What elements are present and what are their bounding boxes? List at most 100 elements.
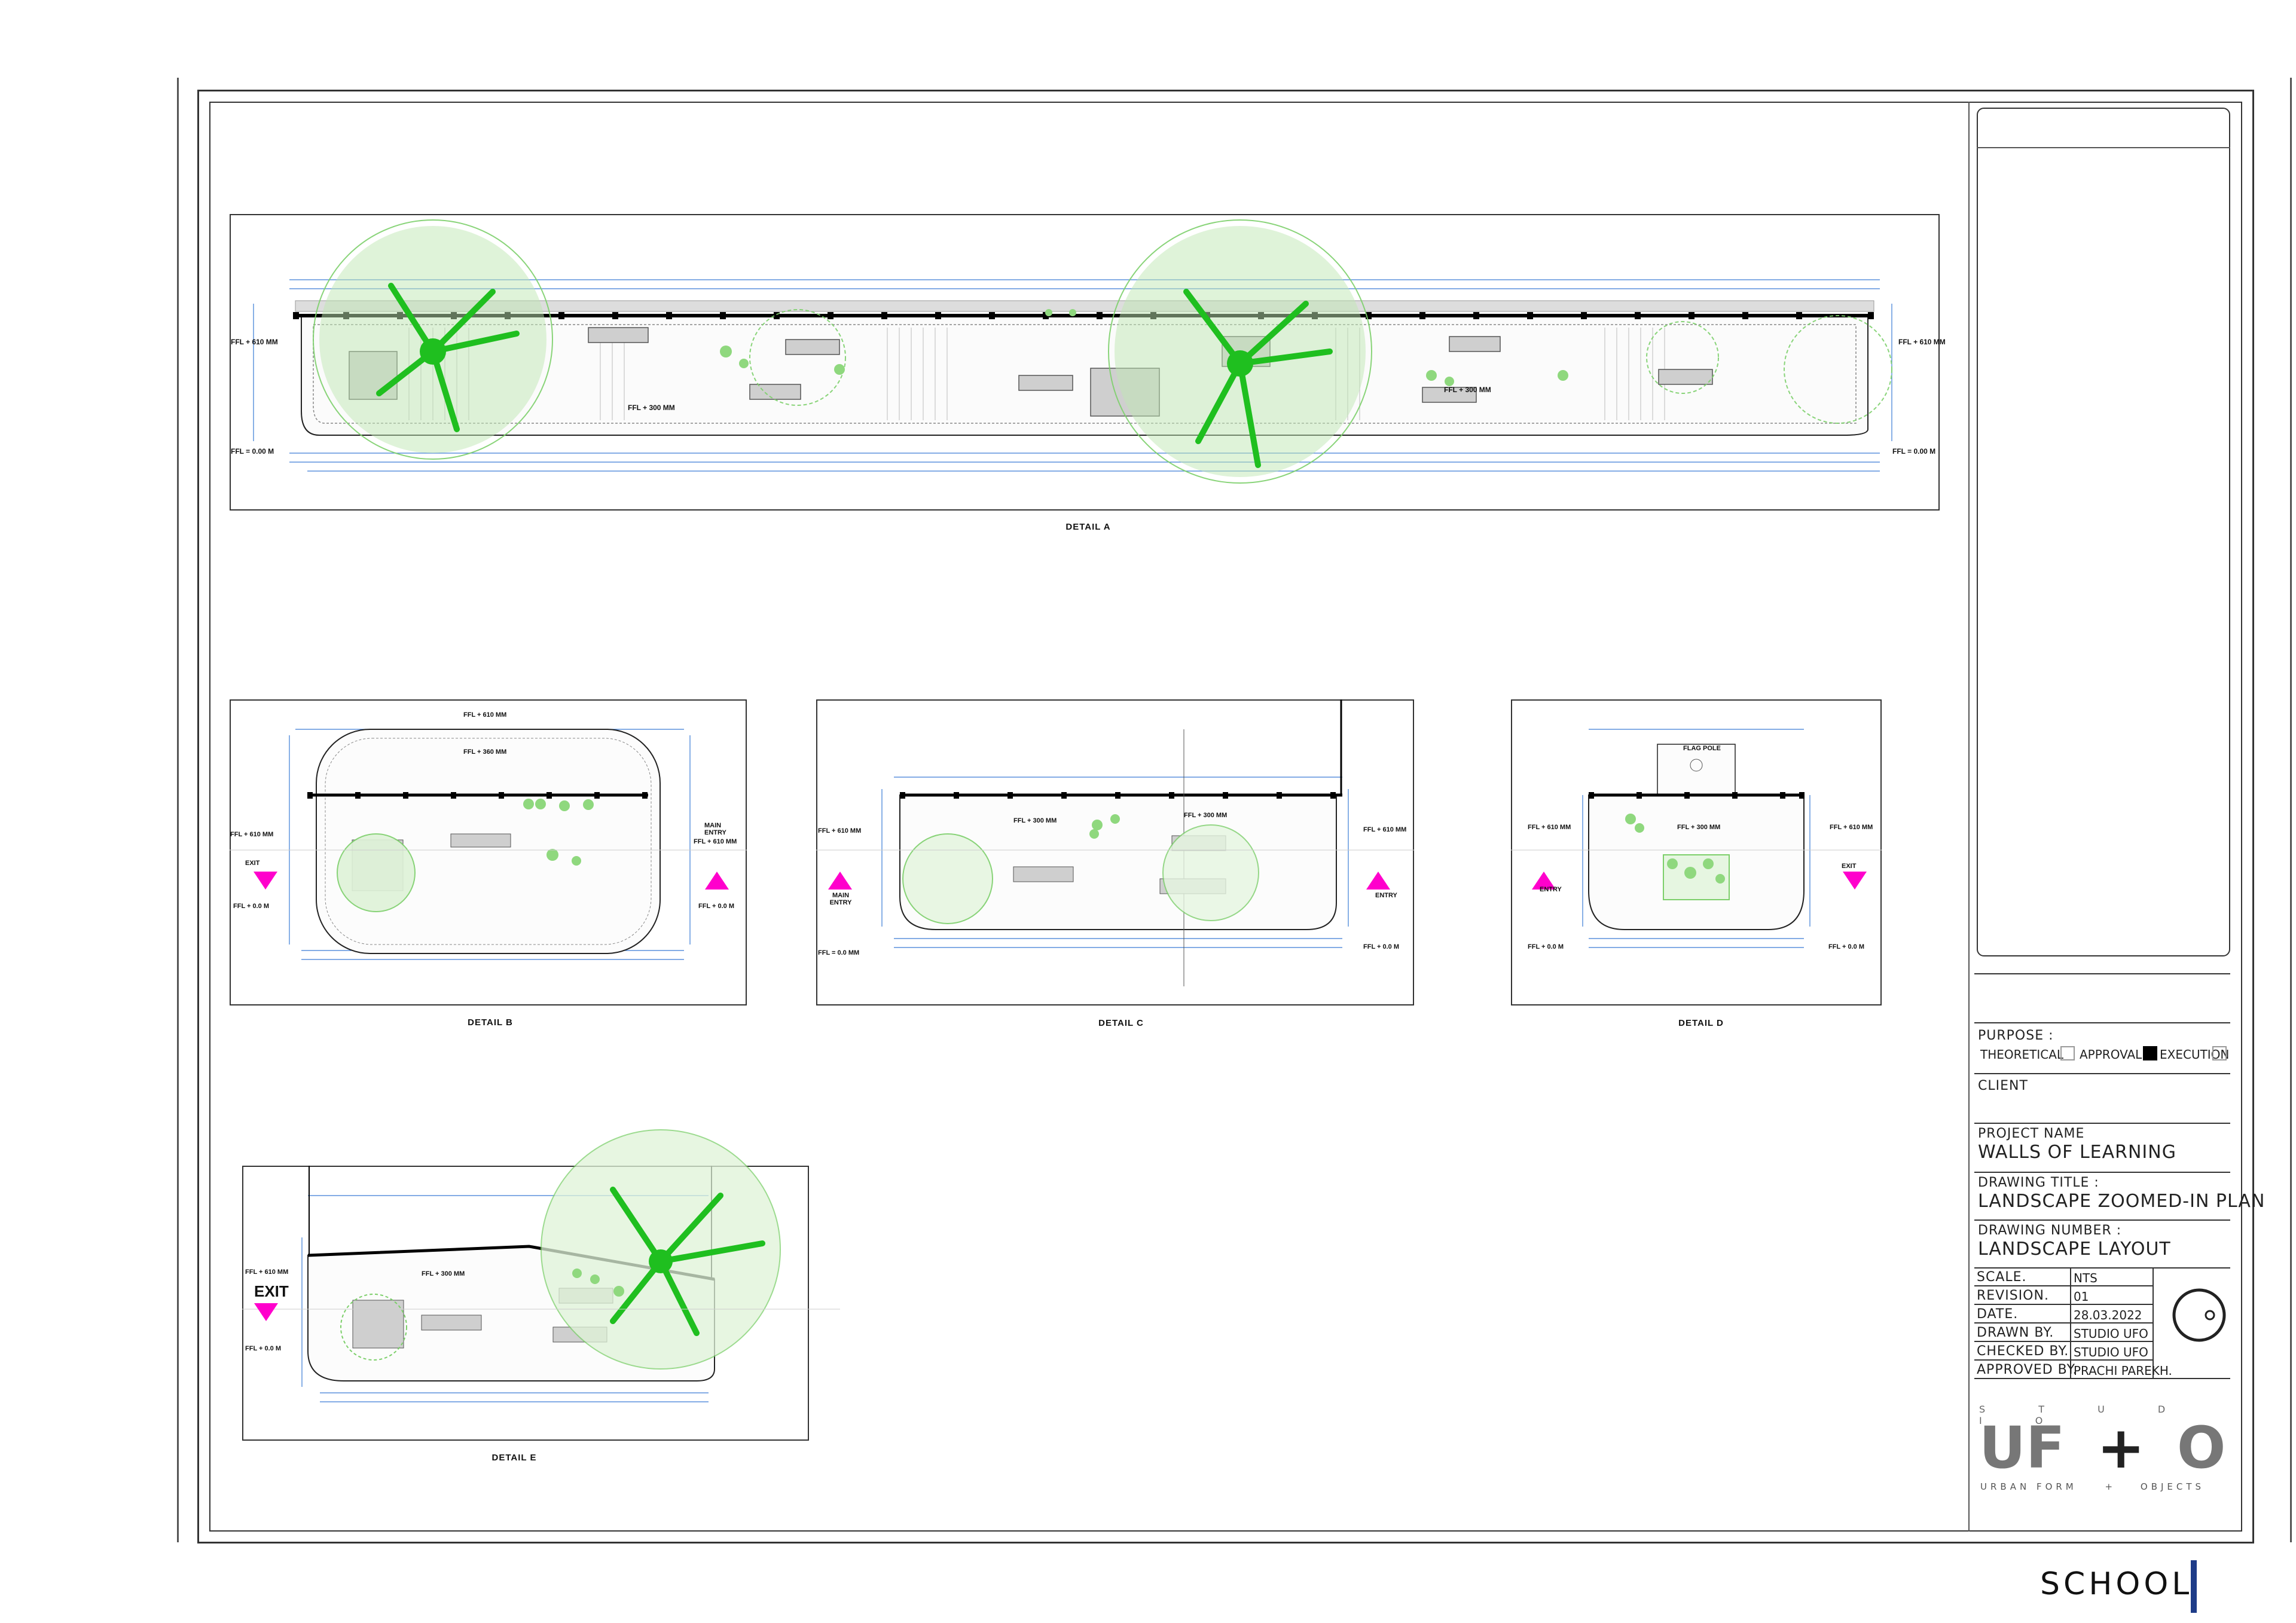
date-value: 28.03.2022 bbox=[2074, 1308, 2142, 1322]
detail-a-frame bbox=[230, 214, 1940, 511]
detail-c-ffl-left-bottom: FFL = 0.0 MM bbox=[818, 949, 860, 956]
logo-o: O bbox=[2176, 1414, 2226, 1481]
purpose-checkbox-execution[interactable] bbox=[2212, 1046, 2227, 1060]
footer-school-label: SCHOOL bbox=[2040, 1566, 2193, 1602]
approved-by-value: PRACHI PAREKH. bbox=[2074, 1364, 2172, 1378]
drawing-number-label: DRAWING NUMBER : bbox=[1978, 1223, 2122, 1238]
tb-rule-4 bbox=[1974, 1123, 2230, 1124]
purpose-option-approval: APPROVAL bbox=[2080, 1047, 2142, 1062]
detail-e-label: DETAIL E bbox=[491, 1453, 537, 1463]
detail-c-ffl-right-bottom: FFL + 0.0 M bbox=[1363, 943, 1400, 950]
detail-e-ffl-left-bottom: FFL + 0.0 M bbox=[245, 1345, 282, 1352]
detail-d-plan bbox=[1511, 729, 1882, 948]
detail-a-ffl-right-bottom: FFL = 0.00 M bbox=[1892, 447, 1936, 456]
drawing-title: LANDSCAPE ZOOMED-IN PLAN bbox=[1978, 1191, 2266, 1212]
detail-d-label: DETAIL D bbox=[1678, 1018, 1724, 1028]
date-label: DATE. bbox=[1977, 1307, 2019, 1322]
detail-b-ffl-top: FFL + 610 MM bbox=[463, 711, 507, 719]
scale-value: NTS bbox=[2074, 1271, 2097, 1285]
detail-e-exit: EXIT bbox=[254, 1282, 289, 1300]
footer-accent-bar bbox=[2191, 1560, 2197, 1613]
tb-rule-2 bbox=[1974, 1022, 2230, 1023]
detail-d-flag-pole: FLAG POLE bbox=[1683, 745, 1721, 752]
detail-c-plan bbox=[816, 699, 1414, 986]
checked-by-value: STUDIO UFO bbox=[2074, 1345, 2148, 1359]
detail-c-ffl-center2: FFL + 300 MM bbox=[1184, 812, 1228, 819]
detail-d-ffl-right-bottom: FFL + 0.0 M bbox=[1828, 943, 1865, 950]
detail-d-ffl-left-bottom: FFL + 0.0 M bbox=[1528, 943, 1564, 950]
detail-b-label: DETAIL B bbox=[468, 1017, 513, 1028]
revision-value: 01 bbox=[2074, 1289, 2089, 1304]
drawn-by-label: DRAWN BY. bbox=[1977, 1325, 2054, 1340]
detail-a-ffl-center: FFL + 300 MM bbox=[628, 404, 675, 412]
logo-tagline: URBAN FORM + OBJECTS bbox=[1980, 1481, 2230, 1492]
approved-by-label: APPROVED BY. bbox=[1977, 1362, 2078, 1377]
detail-d-ffl-right: FFL + 610 MM bbox=[1830, 824, 1873, 831]
detail-a-label: DETAIL A bbox=[1065, 522, 1111, 532]
detail-a-ffl-left-bottom: FFL = 0.00 M bbox=[231, 447, 274, 456]
detail-d-ffl-center: FFL + 300 MM bbox=[1677, 824, 1721, 831]
detail-b-frame bbox=[230, 699, 747, 1005]
detail-c-ffl-left: FFL + 610 MM bbox=[818, 827, 862, 835]
detail-b-main-entry: MAIN ENTRY bbox=[704, 822, 726, 836]
inner-border bbox=[209, 102, 2242, 1532]
logo-tagline-right: OBJECTS bbox=[2140, 1481, 2205, 1492]
detail-c-frame bbox=[816, 699, 1414, 1005]
purpose-label: PURPOSE : bbox=[1978, 1028, 2054, 1043]
detail-b-plan bbox=[230, 729, 747, 960]
project-name-label: PROJECT NAME bbox=[1978, 1126, 2085, 1141]
detail-b-exit: EXIT bbox=[245, 860, 260, 867]
detail-e-plan bbox=[242, 1129, 840, 1402]
detail-c-main-entry: MAIN ENTRY bbox=[829, 892, 852, 906]
sheet-edge-right bbox=[2290, 78, 2292, 1542]
detail-b-ffl-left-bottom: FFL + 0.0 M bbox=[233, 903, 270, 910]
detail-d-frame bbox=[1511, 699, 1882, 1005]
detail-b-ffl-right: FFL + 610 MM bbox=[694, 838, 737, 845]
detail-d-exit: EXIT bbox=[1842, 863, 1857, 870]
purpose-option-theoretical: THEORETICAL bbox=[1980, 1047, 2064, 1062]
checked-by-label: CHECKED BY. bbox=[1977, 1344, 2069, 1359]
detail-e-frame bbox=[242, 1166, 809, 1441]
sheet-edge-left bbox=[177, 78, 179, 1542]
tb-info-grid bbox=[1974, 1267, 2154, 1378]
client-label: CLIENT bbox=[1978, 1078, 2028, 1093]
revision-label: REVISION. bbox=[1977, 1288, 2049, 1303]
detail-e-ffl-left: FFL + 610 MM bbox=[245, 1269, 289, 1276]
detail-a-dimensions bbox=[253, 279, 1892, 472]
title-block-top-panel bbox=[1977, 108, 2230, 956]
tb-rule-3 bbox=[1974, 1073, 2230, 1074]
detail-e-ffl-center: FFL + 300 MM bbox=[422, 1270, 465, 1277]
detail-a-ffl-mid: FFL + 300 MM bbox=[1444, 386, 1491, 394]
logo-tagline-plus: + bbox=[2105, 1481, 2117, 1492]
north-symbol-icon bbox=[2172, 1288, 2226, 1342]
drawn-by-value: STUDIO UFO bbox=[2074, 1326, 2148, 1341]
purpose-checkbox-approval[interactable] bbox=[2143, 1046, 2157, 1060]
tb-rule-8 bbox=[1974, 1378, 2230, 1379]
logo-uf: UF bbox=[1979, 1414, 2065, 1481]
outer-border bbox=[197, 90, 2254, 1543]
detail-b-ffl-left: FFL + 610 MM bbox=[230, 831, 274, 838]
scale-label: SCALE. bbox=[1977, 1270, 2027, 1285]
drawing-number: LANDSCAPE LAYOUT bbox=[1978, 1239, 2171, 1260]
purpose-checkbox-theoretical[interactable] bbox=[2060, 1046, 2075, 1060]
detail-d-entry: ENTRY bbox=[1540, 886, 1562, 893]
detail-c-label: DETAIL C bbox=[1098, 1018, 1144, 1028]
logo-main: UF + O bbox=[1979, 1419, 2225, 1477]
detail-c-entry: ENTRY bbox=[1375, 892, 1397, 899]
project-name: WALLS OF LEARNING bbox=[1978, 1142, 2176, 1163]
detail-c-ffl-center: FFL + 300 MM bbox=[1013, 817, 1057, 824]
tb-rule-6 bbox=[1974, 1219, 2230, 1221]
title-block-divider bbox=[1968, 102, 1970, 1532]
logo-tagline-left: URBAN FORM bbox=[1980, 1481, 2077, 1492]
logo-plus: + bbox=[2096, 1414, 2145, 1481]
tb-rule-1 bbox=[1974, 973, 2230, 974]
drawing-title-label: DRAWING TITLE : bbox=[1978, 1175, 2099, 1190]
title-block-top-rule bbox=[1977, 147, 2230, 148]
detail-b-ffl-right-bottom: FFL + 0.0 M bbox=[698, 903, 735, 910]
detail-a-plan bbox=[253, 219, 1892, 484]
detail-c-ffl-right: FFL + 610 MM bbox=[1363, 826, 1407, 833]
tb-rule-5 bbox=[1974, 1172, 2230, 1173]
logo-studio-text: S T U D I O bbox=[1979, 1404, 2191, 1426]
tb-rule-7 bbox=[1974, 1267, 2230, 1269]
detail-a-ffl-left-top: FFL + 610 MM bbox=[231, 338, 278, 346]
